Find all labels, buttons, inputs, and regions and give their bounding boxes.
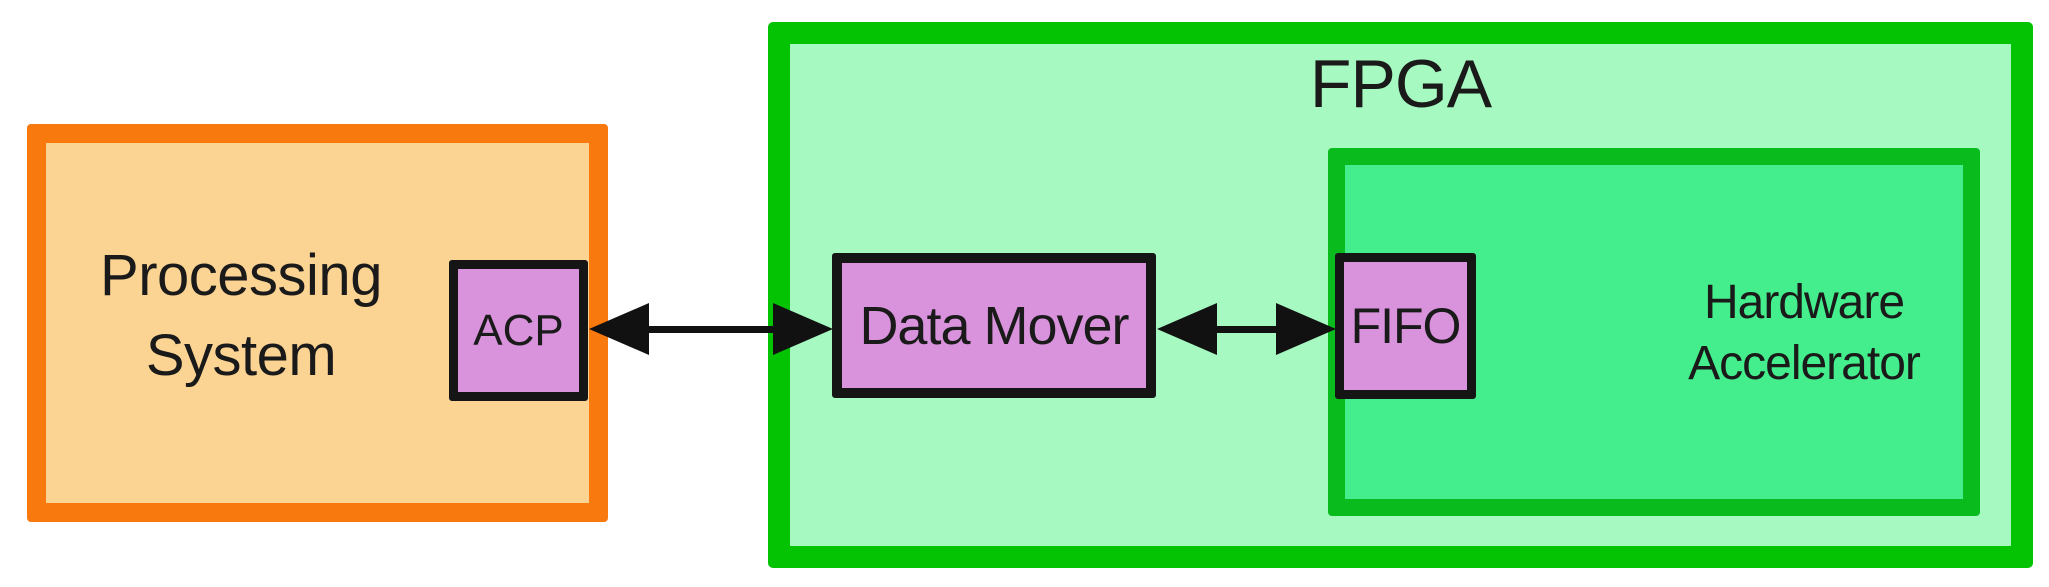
arrowhead-right-icon xyxy=(773,303,833,355)
acp-label: ACP xyxy=(473,305,564,355)
processing-system-label: Processing System xyxy=(100,243,382,389)
fifo-box: FIFO xyxy=(1335,253,1476,399)
hardware-accelerator-label: Hardware Accelerator xyxy=(1688,276,1921,391)
fifo-label: FIFO xyxy=(1350,298,1462,354)
data-mover-label: Data Mover xyxy=(859,295,1129,356)
data-mover-box: Data Mover xyxy=(832,253,1156,398)
fpga-label: FPGA xyxy=(1309,46,1492,122)
arrow-shaft xyxy=(1199,326,1294,333)
arrow-datamover-fifo xyxy=(1157,303,1336,355)
acp-box: ACP xyxy=(449,260,588,401)
arrow-acp-datamover xyxy=(589,303,833,355)
arrowhead-right-icon xyxy=(1276,303,1336,355)
arrow-shaft xyxy=(631,326,791,333)
hardware-accelerator-box xyxy=(1328,148,1980,516)
